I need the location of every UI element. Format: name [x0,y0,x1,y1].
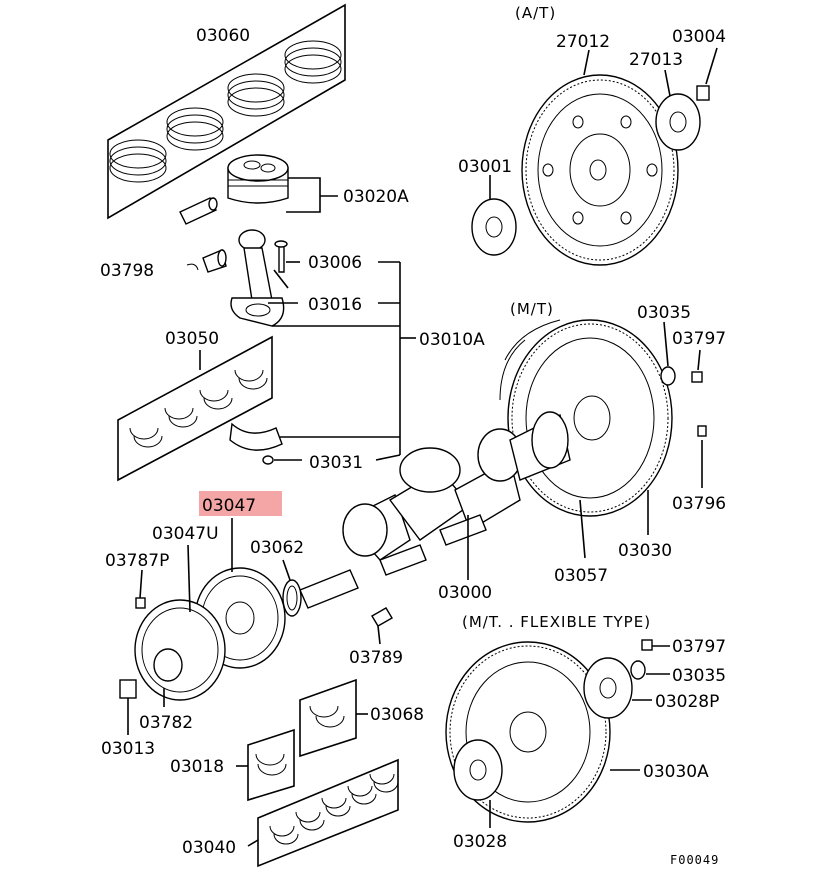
part-number-03798[interactable]: 03798 [100,261,154,281]
bolt-03013 [119,679,137,699]
part-number-03013[interactable]: 03013 [101,739,155,759]
part-number-03030a[interactable]: 03030A [643,762,709,782]
part-number-03789[interactable]: 03789 [349,648,403,668]
bolt-03797 [691,371,703,383]
part-number-03018[interactable]: 03018 [170,757,224,777]
part-number-03797-mt[interactable]: 03797 [672,329,726,349]
part-number-03035-mt[interactable]: 03035 [637,303,691,323]
main-bearings-box [257,758,399,868]
part-number-03047[interactable]: 03047 [202,496,256,516]
adapter-03001 [471,198,517,256]
part-number-03006[interactable]: 03006 [308,253,362,273]
piston [227,154,289,204]
part-number-27012[interactable]: 27012 [556,32,610,52]
part-number-03004[interactable]: 03004 [672,27,726,47]
connecting-rod [186,229,288,327]
bearing-03018-box [247,728,295,802]
conrod-bearing-box [117,335,273,482]
piston-pin [179,197,218,225]
plate-03028 [453,739,503,801]
part-number-03028p[interactable]: 03028P [655,692,719,712]
part-number-03010a[interactable]: 03010A [419,330,485,350]
part-number-03787p[interactable]: 03787P [105,551,169,571]
part-number-03028[interactable]: 03028 [453,832,507,852]
part-number-03040[interactable]: 03040 [182,838,236,858]
part-number-03000[interactable]: 03000 [438,583,492,603]
part-number-03062[interactable]: 03062 [250,538,304,558]
part-number-03001[interactable]: 03001 [458,157,512,177]
header-at: (A/T) [515,4,556,22]
drive-plate-at [521,74,679,266]
bolt-03797b [641,639,653,651]
crankshaft [299,411,571,609]
outer-pulley [134,599,226,701]
crank-sprocket [282,579,302,617]
part-number-03031[interactable]: 03031 [309,453,363,473]
piston-rings-group [107,3,346,220]
seal-03035b [630,660,646,680]
header-mt: (M/T) [510,300,554,318]
key-03789 [371,607,393,627]
flywheel-mt [499,319,673,517]
seal-03035 [660,366,676,386]
part-number-03782[interactable]: 03782 [139,713,193,733]
part-number-03068[interactable]: 03068 [370,705,424,725]
part-number-03035-flex[interactable]: 03035 [672,666,726,686]
bolt-03787p [135,597,146,609]
part-number-03057[interactable]: 03057 [554,566,608,586]
part-number-03016[interactable]: 03016 [308,295,362,315]
bolt-03004 [696,85,710,101]
part-number-03797-flex[interactable]: 03797 [672,637,726,657]
figure-code: F00049 [670,853,719,867]
part-number-27013[interactable]: 27013 [629,50,683,70]
header-mt-flexible: (M/T. . FLEXIBLE TYPE) [462,613,651,631]
part-number-03020a[interactable]: 03020A [343,187,409,207]
plate-03028p [583,657,633,719]
pin-03796 [697,425,707,437]
adapter-plate-27013 [655,93,701,151]
highlight-03047 [199,491,282,516]
part-number-03060[interactable]: 03060 [196,26,250,46]
part-number-03047u[interactable]: 03047U [152,524,219,544]
part-number-03030[interactable]: 03030 [618,541,672,561]
thrust-bearing-box [299,678,357,758]
part-number-03796[interactable]: 03796 [672,494,726,514]
rod-cap [229,422,283,465]
part-number-03050[interactable]: 03050 [165,329,219,349]
